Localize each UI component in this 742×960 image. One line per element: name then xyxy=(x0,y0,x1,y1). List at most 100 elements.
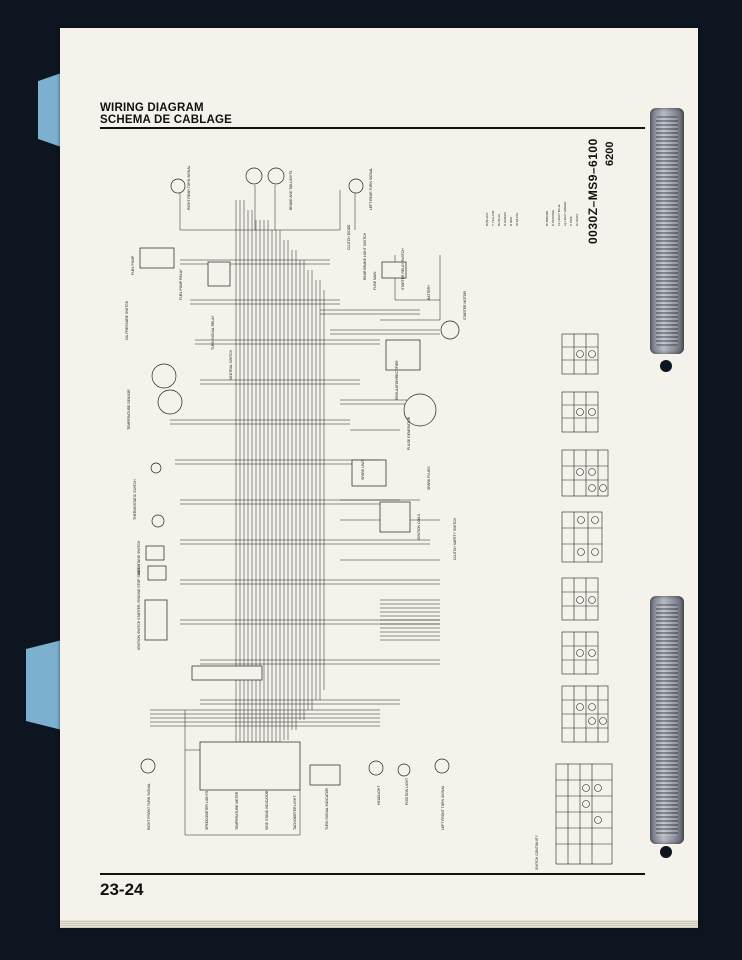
svg-text:REAR BRAKE LIGHT SWITCH: REAR BRAKE LIGHT SWITCH xyxy=(363,232,367,280)
svg-text:Y YELLOW: Y YELLOW xyxy=(491,211,495,226)
publication-code-suffix: 6200 xyxy=(604,141,616,166)
svg-text:LEFT REAR TURN SIGNAL: LEFT REAR TURN SIGNAL xyxy=(369,168,373,210)
ignition-switch-block xyxy=(144,599,168,641)
svg-text:OIL PRESSURE SWITCH: OIL PRESSURE SWITCH xyxy=(125,300,129,340)
spark-plug-unit xyxy=(379,501,411,533)
footer-rule xyxy=(100,873,645,875)
svg-text:BRAKE AND TAILLIGHTS: BRAKE AND TAILLIGHTS xyxy=(289,170,293,210)
svg-text:SIDE STAND SWITCH: SIDE STAND SWITCH xyxy=(137,540,141,575)
starter-motor xyxy=(440,320,460,340)
horn-switch-table xyxy=(561,391,599,433)
svg-text:FUEL PUMP RELAY: FUEL PUMP RELAY xyxy=(179,268,183,300)
index-tab-bottom xyxy=(26,640,62,730)
svg-text:HEADLIGHT: HEADLIGHT xyxy=(377,786,381,805)
header-rule xyxy=(100,127,645,129)
page-number: 23-24 xyxy=(100,880,144,899)
battery xyxy=(381,261,407,279)
switch-tables xyxy=(555,333,613,865)
position-light-bulb xyxy=(397,763,411,777)
ignition-coil-unit xyxy=(351,459,387,487)
right-rear-turn-signal-bulb xyxy=(170,178,186,194)
svg-text:FUEL PUMP: FUEL PUMP xyxy=(131,255,135,275)
svg-text:G GREEN: G GREEN xyxy=(503,212,507,226)
svg-text:Bu BLUE: Bu BLUE xyxy=(497,214,501,226)
svg-text:CLUTCH SAFETY SWITCH: CLUTCH SAFETY SWITCH xyxy=(453,517,457,560)
fuel-pump xyxy=(139,247,175,269)
svg-text:REGULATOR/RECTIFIER: REGULATOR/RECTIFIER xyxy=(395,360,399,400)
svg-text:SIDE STAND INDICATOR: SIDE STAND INDICATOR xyxy=(265,790,269,830)
diagram-labels: RIGHT REAR TURN SIGNAL BRAKE AND TAILLIG… xyxy=(125,165,539,870)
ignition-switch-table xyxy=(561,333,599,375)
svg-text:Lb LIGHT BLUE: Lb LIGHT BLUE xyxy=(557,204,561,226)
svg-text:R RED: R RED xyxy=(509,216,513,226)
page-subtitle: SCHEMA DE CABLAGE xyxy=(100,114,233,126)
svg-text:TURN SIGNAL RELAY: TURN SIGNAL RELAY xyxy=(211,315,215,350)
svg-text:RIGHT FRONT TURN SIGNAL: RIGHT FRONT TURN SIGNAL xyxy=(147,783,151,830)
page-stack-edge xyxy=(60,920,698,928)
svg-text:Br BROWN: Br BROWN xyxy=(545,211,549,226)
svg-text:TURN SIGNAL INDICATOR: TURN SIGNAL INDICATOR xyxy=(325,788,329,830)
fan-motor xyxy=(151,514,165,528)
left-front-turn-signal-bulb xyxy=(434,758,450,774)
headlight-bulb xyxy=(368,760,384,776)
binder-ring-top xyxy=(650,108,684,354)
svg-text:IGNITION COILS: IGNITION COILS xyxy=(417,513,421,540)
svg-text:POSITION LIGHT: POSITION LIGHT xyxy=(405,778,409,805)
binder-hole-top xyxy=(660,360,672,372)
starter-switch-table xyxy=(561,577,599,621)
svg-text:TEMPERATURE METER: TEMPERATURE METER xyxy=(235,791,239,830)
svg-text:IGNITION SWITCH: IGNITION SWITCH xyxy=(137,620,141,650)
svg-text:THERMOSTATIC SWITCH: THERMOSTATIC SWITCH xyxy=(133,479,137,520)
svg-text:LEFT FRONT TURN SIGNAL: LEFT FRONT TURN SIGNAL xyxy=(441,785,445,830)
engine-stop-switch-table xyxy=(561,631,599,675)
dimmer-switch-table xyxy=(561,449,609,497)
svg-text:Lg LIGHT GREEN: Lg LIGHT GREEN xyxy=(563,202,567,226)
svg-text:SPARK PLUGS: SPARK PLUGS xyxy=(427,466,431,490)
binder-hole-bottom xyxy=(660,846,672,858)
taillight-bulb-1 xyxy=(245,167,263,185)
index-tab-top xyxy=(38,72,64,148)
svg-text:STARTER MOTOR: STARTER MOTOR xyxy=(463,290,467,320)
acgenerator xyxy=(151,363,177,389)
svg-text:O ORANGE: O ORANGE xyxy=(551,210,555,226)
publication-code: 0030Z–MS9–6100 xyxy=(586,138,600,244)
svg-text:TACHOMETER LIGHT: TACHOMETER LIGHT xyxy=(293,796,297,830)
svg-text:SPEEDOMETER LIGHTS: SPEEDOMETER LIGHTS xyxy=(205,790,209,830)
svg-text:NEUTRAL SWITCH: NEUTRAL SWITCH xyxy=(229,349,233,380)
pulse-generator xyxy=(157,389,183,415)
svg-text:P PINK: P PINK xyxy=(569,216,573,226)
svg-text:Bl BLACK: Bl BLACK xyxy=(485,213,489,226)
continuity-markers xyxy=(576,350,607,824)
clutch-switch xyxy=(147,565,167,581)
svg-text:STARTER / ENGINE STOP SWITCH: STARTER / ENGINE STOP SWITCH xyxy=(137,564,141,620)
switch-continuity-table xyxy=(555,763,613,865)
svg-text:Gr GRAY: Gr GRAY xyxy=(575,214,579,226)
fuel-pump-relay xyxy=(207,261,231,287)
svg-text:TEMPERATURE SENSOR: TEMPERATURE SENSOR xyxy=(127,389,131,430)
svg-text:BATTERY: BATTERY xyxy=(427,284,431,300)
page-title: WIRING DIAGRAM xyxy=(100,102,204,114)
connector-block xyxy=(191,665,263,681)
spark-unit xyxy=(403,393,437,427)
taillight-bulb-2 xyxy=(267,167,285,185)
svg-text:STARTER RELAY SWITCH: STARTER RELAY SWITCH xyxy=(401,248,405,290)
svg-text:W WHITE: W WHITE xyxy=(515,213,519,226)
thermostatic-switch xyxy=(150,462,162,474)
svg-text:RIGHT REAR TURN SIGNAL: RIGHT REAR TURN SIGNAL xyxy=(187,165,191,210)
svg-text:PULSE GENERATOR: PULSE GENERATOR xyxy=(407,416,411,450)
turn-signal-indicator xyxy=(309,764,341,786)
left-rear-turn-signal-bulb xyxy=(348,178,364,194)
turn-signal-switch-table xyxy=(561,511,603,563)
svg-text:CLUTCH DIODE: CLUTCH DIODE xyxy=(347,224,351,250)
wire-harness xyxy=(150,185,441,836)
svg-text:SPARK UNIT: SPARK UNIT xyxy=(361,460,365,480)
svg-text:SWITCH CONTINUITY: SWITCH CONTINUITY xyxy=(535,834,539,870)
color-legend: Bl BLACK Y YELLOW Bu BLUE G GREEN R RED … xyxy=(485,202,579,226)
regulator-rectifier xyxy=(385,339,421,371)
instrument-cluster xyxy=(199,741,301,791)
right-front-turn-signal-bulb xyxy=(140,758,156,774)
components xyxy=(139,167,460,791)
svg-text:FUSE MAIN: FUSE MAIN xyxy=(373,271,377,290)
binder-ring-bottom xyxy=(650,596,684,844)
